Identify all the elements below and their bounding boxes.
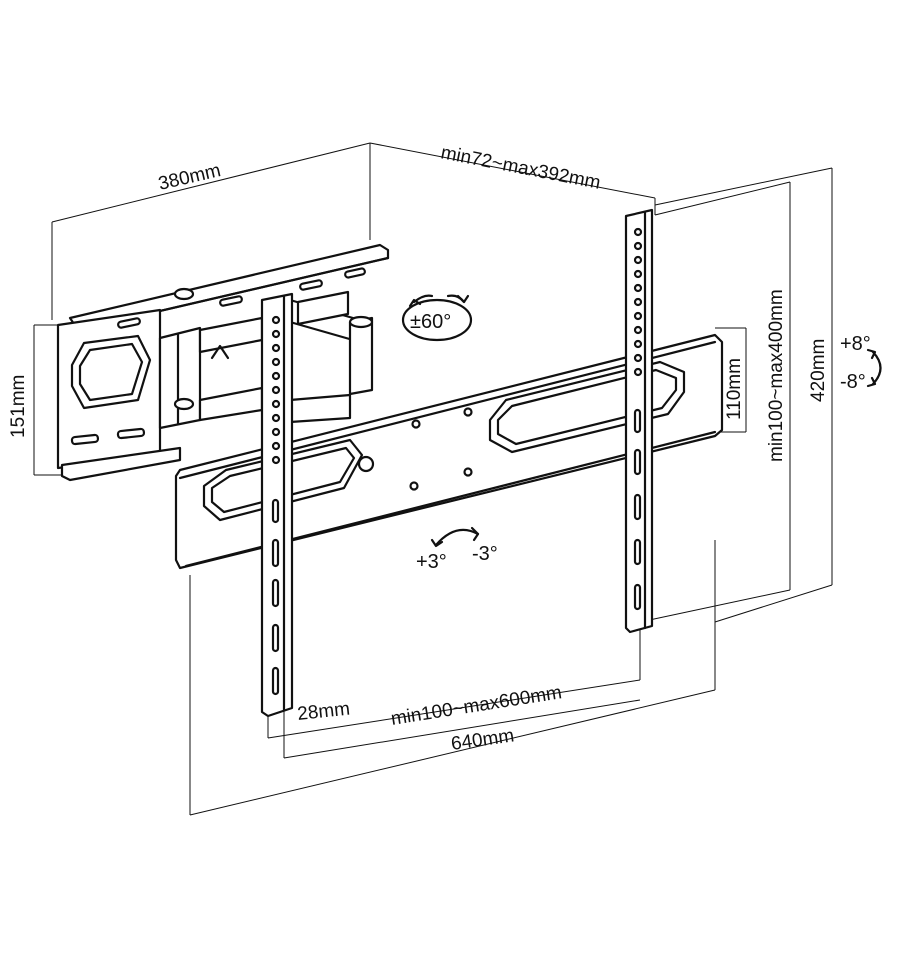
right-vertical-bracket (624, 208, 654, 634)
right-bracket-holes (633, 227, 643, 611)
tilt-arrow (871, 350, 882, 386)
tilt-down-label: -8° (840, 371, 866, 393)
arm-height-label: 110mm (724, 358, 745, 420)
rotation-arrow (434, 528, 480, 547)
vertical-spacing-label: min100~max400mm (766, 289, 787, 462)
tilt-up-label: +8° (840, 333, 871, 355)
left-vertical-bracket (260, 292, 294, 718)
adjustment-arrows (401, 294, 882, 548)
horizontal-spacing-label: min100~max600mm (389, 682, 563, 730)
wall-plate-width-label: 380mm (156, 160, 222, 195)
swivel-label: ±60° (410, 311, 451, 333)
swivel-arms (158, 287, 374, 430)
wall-plate-height-label: 151mm (8, 375, 29, 438)
swivel-badge (401, 298, 473, 342)
rotation-minus-label: -3° (472, 543, 498, 565)
depth-label: min72~max392mm (439, 142, 602, 194)
wall-plate (56, 243, 390, 482)
left-bracket-holes (271, 315, 281, 696)
rail-width-label: 28mm (296, 699, 351, 725)
bracket-height-label: 420mm (808, 339, 829, 402)
rotation-plus-label: +3° (416, 551, 447, 573)
